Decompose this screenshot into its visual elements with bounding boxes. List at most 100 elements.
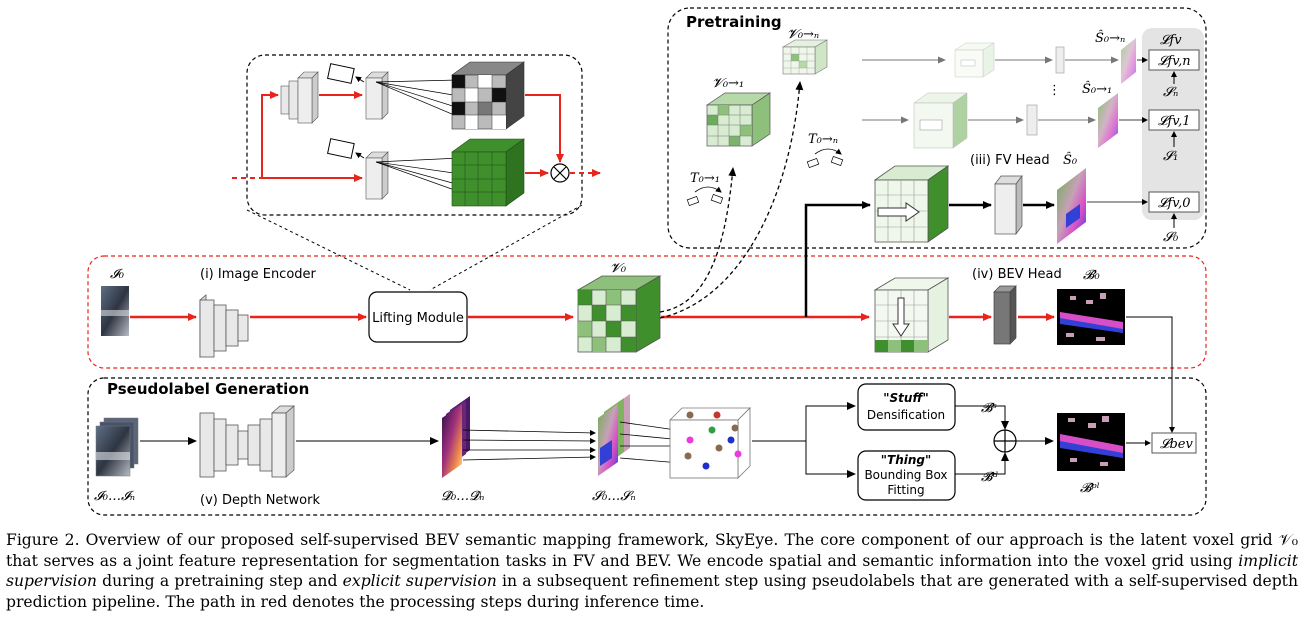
figure-caption: Figure 2. Overview of our proposed self-… — [6, 530, 1298, 612]
stuff-box — [857, 383, 956, 431]
fv-loss-label: 𝓛fv — [1160, 33, 1182, 48]
transform-t01-label: T₀→₁ — [690, 171, 720, 186]
thing-box — [857, 450, 956, 501]
sum-icon — [993, 429, 1017, 453]
voxel-v01 — [705, 92, 772, 147]
pred-s0-label: Ŝ₀ — [1063, 151, 1078, 168]
depth-network-label: (v) Depth Network — [200, 493, 320, 508]
fv-head-label: (iii) FV Head — [970, 153, 1050, 168]
black-branch-to-fv — [804, 201, 871, 317]
pretraining-title: Pretraining — [686, 13, 782, 31]
caption-emph-2: explicit supervision — [342, 572, 497, 590]
loss-fv1-box — [1148, 109, 1200, 131]
bd-label: 𝓑̂ᵈ — [981, 470, 998, 485]
stuff-title: "Stuff" — [883, 391, 928, 405]
gt-s1-label: 𝓢₁ — [1163, 149, 1178, 164]
image-encoder-label: (i) Image Encoder — [200, 267, 317, 282]
fv-head-n-block — [1055, 46, 1065, 74]
caption-part-2: during a pretraining step and — [96, 572, 343, 590]
depth-to-seg-lines — [462, 429, 596, 461]
fv-volume-0 — [873, 165, 950, 243]
camera-t0n-b-icon — [830, 156, 844, 166]
thing-subtitle-1: Bounding Box — [864, 468, 947, 482]
fv-pred-0 — [1057, 168, 1086, 244]
bs-label: 𝓑̂ˢ — [981, 401, 997, 416]
caption-part-3: in a subsequent refinement step using ps… — [6, 572, 1298, 611]
loss-bev-box — [1151, 432, 1197, 454]
gt-s0-label: 𝓢₀ — [1163, 230, 1179, 245]
voxel-v0-label: 𝓥₀ — [610, 261, 627, 276]
transform-t01-arc — [694, 186, 722, 193]
caption-part-1: Figure 2. Overview of our proposed self-… — [6, 531, 1298, 570]
point-cloud-cube — [669, 407, 751, 479]
voxel-v01-label: 𝓥₀→₁ — [712, 76, 744, 91]
feature-cube — [451, 138, 525, 207]
bev-head-label: (iv) BEV Head — [972, 267, 1062, 282]
loss-fv0-label: 𝓛fv,0 — [1158, 196, 1190, 211]
input-i0-label: 𝓘₀ — [110, 267, 125, 282]
bev-pseudolabel — [1057, 413, 1125, 471]
voxel-v0n — [781, 39, 829, 75]
lifting-detail-panel — [246, 54, 583, 216]
detail-feature-top — [365, 71, 389, 120]
transform-t0n-label: T₀→ₙ — [808, 132, 838, 147]
arrow-thing-sum — [955, 452, 1009, 475]
detail-encoder-block — [280, 71, 319, 124]
camera-bottom-arrow — [355, 152, 365, 159]
arrow-to-thing — [805, 441, 856, 478]
multiply-icon — [550, 163, 570, 183]
pred-s0n-label: Ŝ₀→ₙ — [1095, 29, 1125, 46]
camera-top-icon — [327, 63, 355, 84]
bev-output-label: 𝓑̂₀ — [1083, 268, 1100, 283]
arrow-to-stuff — [805, 402, 856, 441]
loss-fv0-box — [1148, 191, 1200, 213]
depth-seq-label: 𝓓̂₀…𝓓̂ₙ — [441, 489, 484, 504]
camera-top-arrow — [355, 76, 365, 83]
fv-pred-1 — [1098, 93, 1118, 148]
ellipsis-dots: ⋮ — [1048, 83, 1061, 98]
pseudolabel-title: Pseudolabel Generation — [107, 380, 309, 398]
image-encoder-block — [199, 294, 249, 358]
transform-t0n-arc — [814, 148, 842, 155]
zoom-connector-right — [429, 204, 583, 291]
voxel-grid-v0 — [576, 275, 662, 353]
fv-volume-n — [954, 42, 995, 78]
seg-seq-label: 𝓢₀…𝓢ₙ — [592, 489, 636, 504]
loss-fvn-box — [1148, 49, 1200, 71]
fv-head-block — [994, 174, 1023, 236]
depth-network-block — [199, 405, 295, 478]
gt-sn-label: 𝓢ₙ — [1163, 85, 1178, 100]
dashed-path-v0n — [659, 81, 804, 319]
pred-s01-label: Ŝ₀→₁ — [1082, 80, 1112, 97]
inference-panel — [87, 255, 1207, 369]
dashed-path-v01 — [659, 167, 737, 313]
detail-projection-lines-bottom — [375, 155, 489, 204]
pseudolabel-label: 𝓑̂ᵖˡ — [1080, 481, 1100, 496]
bev-output-b0 — [1057, 289, 1125, 345]
voxel-v0n-label: 𝓥₀→ₙ — [787, 27, 819, 42]
caption-emph-1: implicit supervision — [6, 551, 1298, 591]
loss-bev-label: 𝓛bev — [1160, 437, 1193, 452]
pseudolabel-panel — [87, 377, 1207, 516]
bev-head-block — [993, 285, 1017, 345]
lifting-module-label: Lifting Module — [372, 311, 464, 326]
depth-maps — [442, 396, 470, 478]
camera-t01-b-icon — [710, 194, 724, 204]
bev-output-to-loss — [1126, 316, 1175, 433]
detail-red-occ-to-mult — [525, 94, 564, 163]
thing-title: "Thing" — [881, 453, 931, 467]
segmentation-maps — [598, 394, 630, 476]
camera-t01-a-icon — [686, 196, 700, 206]
stuff-subtitle: Densification — [867, 408, 945, 422]
fv-pred-n — [1121, 38, 1136, 84]
fv-head-1-block — [1026, 104, 1038, 136]
framework-diagram: Pretraining Pseudolabel Generation 𝓛fv 𝓛… — [87, 7, 1207, 516]
camera-bottom-icon — [327, 138, 355, 159]
detail-red-split-top — [261, 91, 279, 178]
pretraining-panel — [667, 7, 1207, 249]
detail-feature-bottom — [365, 151, 389, 200]
fv-volume-1 — [913, 92, 968, 149]
input-images-seq — [95, 417, 139, 477]
input-seq-label: 𝓘₀…𝓘ₙ — [94, 489, 135, 504]
loss-fv1-label: 𝓛fv,1 — [1158, 114, 1190, 129]
